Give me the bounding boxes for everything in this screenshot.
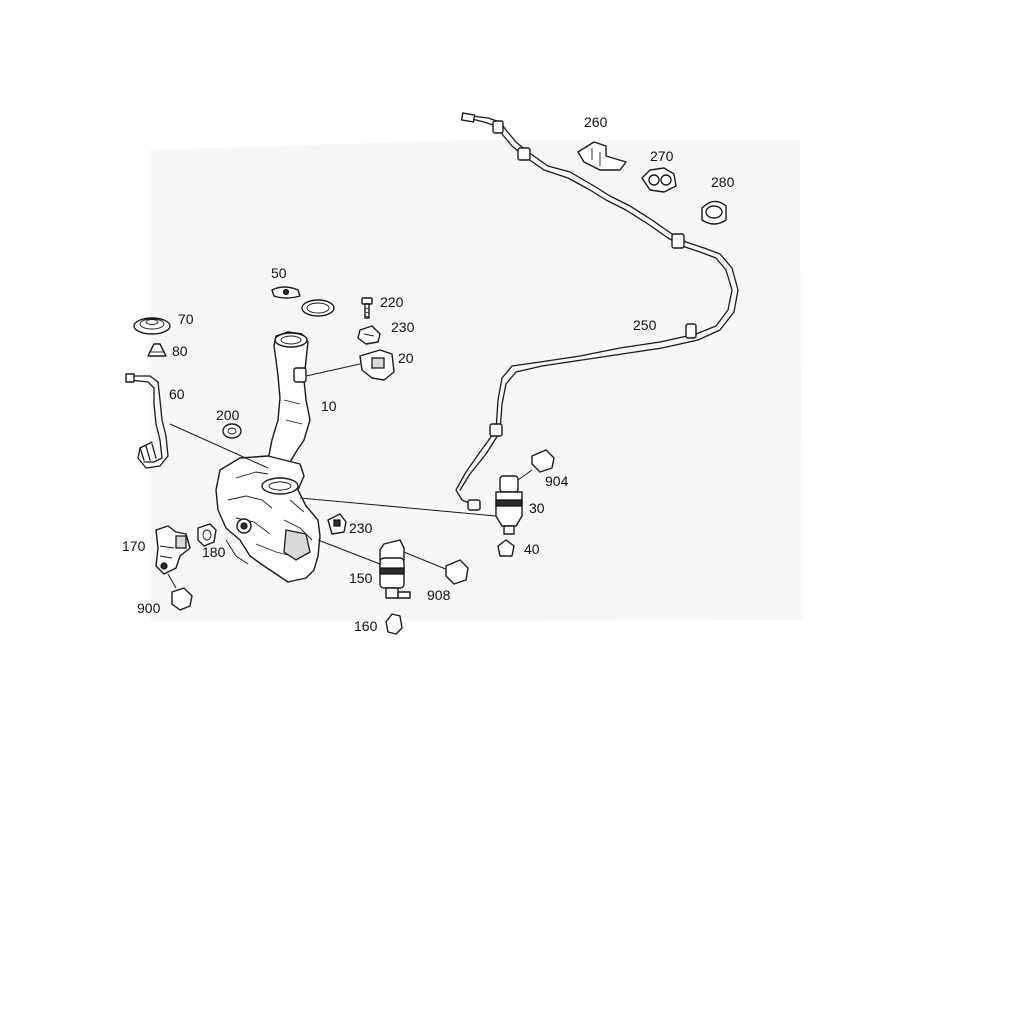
callout-160: 160 xyxy=(354,618,378,634)
callout-20: 20 xyxy=(398,350,414,366)
bolt-220 xyxy=(361,297,373,319)
clamp-270 xyxy=(641,167,677,193)
callout-904: 904 xyxy=(545,473,569,489)
callout-220: 220 xyxy=(380,294,404,310)
grommet-160 xyxy=(385,613,403,635)
filler-cap-50 xyxy=(271,286,335,317)
callout-80: 80 xyxy=(172,343,188,359)
washer-hose-250 xyxy=(455,112,739,511)
callout-200: 200 xyxy=(216,407,240,423)
grommet-40 xyxy=(497,539,515,557)
callout-70: 70 xyxy=(178,311,194,327)
seal-ring-200 xyxy=(222,423,242,439)
callout-280: 280 xyxy=(711,174,735,190)
clip-nut-230-upper xyxy=(357,325,381,345)
connector-900 xyxy=(167,573,193,611)
callout-10: 10 xyxy=(321,398,337,414)
callout-30: 30 xyxy=(529,500,545,516)
connector-904 xyxy=(531,449,555,473)
callout-180: 180 xyxy=(202,544,226,560)
callout-250: 250 xyxy=(633,317,657,333)
callout-270: 270 xyxy=(650,148,674,164)
washer-reservoir-10 xyxy=(215,331,321,583)
hose-clamp-280 xyxy=(701,200,727,225)
callout-900: 900 xyxy=(137,600,161,616)
level-sensor-line-60 xyxy=(125,373,269,469)
callout-230-upper: 230 xyxy=(391,319,415,335)
callout-60: 60 xyxy=(169,386,185,402)
washer-pump-30 xyxy=(299,469,533,535)
callout-40: 40 xyxy=(524,541,540,557)
grommet-80 xyxy=(147,343,167,357)
bracket-20 xyxy=(305,349,395,381)
seal-70 xyxy=(133,317,171,335)
diagram-paper-area xyxy=(150,140,802,622)
washer-pump-150 xyxy=(317,539,449,599)
callout-170: 170 xyxy=(122,538,146,554)
callout-260: 260 xyxy=(584,114,608,130)
callout-230-lower: 230 xyxy=(349,520,373,536)
clip-nut-230-lower xyxy=(327,513,347,535)
level-sensor-170 xyxy=(155,525,191,575)
connector-908 xyxy=(445,559,469,585)
clip-260 xyxy=(577,141,627,171)
grommet-180 xyxy=(197,523,217,547)
callout-150: 150 xyxy=(349,570,373,586)
callout-908: 908 xyxy=(427,587,451,603)
callout-50: 50 xyxy=(271,265,287,281)
